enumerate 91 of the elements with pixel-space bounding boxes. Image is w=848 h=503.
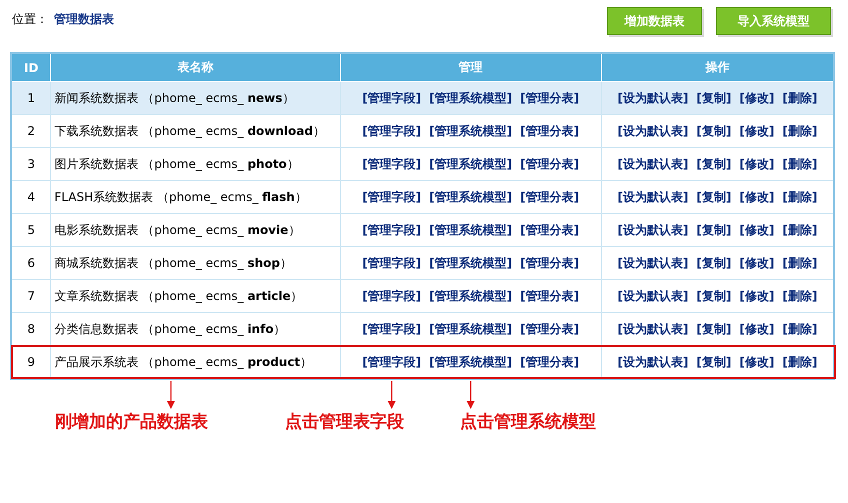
edit-link: [修改] bbox=[739, 156, 774, 170]
set-default-link: [设为默认表] bbox=[617, 90, 688, 104]
manage-subtables-link: [管理分表] bbox=[520, 156, 580, 170]
import-model-button: 导入系统模型 bbox=[716, 7, 831, 35]
annotation-text: 点击管理系统模型 bbox=[460, 410, 596, 433]
copy-link: [复制] bbox=[696, 288, 732, 302]
table-name-cell: 图片系统数据表 （phome_ ecms_ photo） bbox=[50, 148, 340, 180]
delete-link: [删除] bbox=[782, 222, 818, 236]
set-default-link: [设为默认表] bbox=[617, 222, 688, 236]
edit-link: [修改] bbox=[739, 190, 774, 204]
row-id-cell: 6 bbox=[11, 246, 51, 280]
column-header: 表名称 bbox=[50, 53, 340, 82]
annotation-text: 刚增加的产品数据表 bbox=[55, 410, 208, 433]
arrow bbox=[466, 381, 475, 409]
edit-link: [修改] bbox=[739, 222, 774, 236]
row-id-cell: 5 bbox=[11, 214, 51, 246]
manage-fields-link: [管理字段] bbox=[362, 222, 422, 236]
manage-model-link: [管理系统模型] bbox=[429, 90, 512, 104]
manage-subtables-link: [管理分表] bbox=[520, 322, 580, 336]
manage-fields-link: [管理字段] bbox=[362, 90, 422, 104]
column-header: ID bbox=[11, 53, 51, 82]
breadcrumb-link: 管理数据表 bbox=[54, 11, 114, 28]
edit-link: [修改] bbox=[739, 90, 774, 104]
manage-fields-link: [管理字段] bbox=[362, 256, 422, 270]
manage-model-link: [管理系统模型] bbox=[429, 222, 512, 236]
location-label: 位置： bbox=[12, 11, 48, 28]
manage-subtables-link: [管理分表] bbox=[520, 288, 580, 302]
delete-link: [删除] bbox=[782, 354, 818, 368]
delete-link: [删除] bbox=[782, 124, 818, 138]
set-default-link: [设为默认表] bbox=[617, 124, 688, 138]
set-default-link: [设为默认表] bbox=[617, 288, 688, 302]
manage-fields-link: [管理字段] bbox=[362, 322, 422, 336]
edit-link: [修改] bbox=[739, 288, 774, 302]
column-header: 管理 bbox=[340, 53, 602, 82]
manage-model-link: [管理系统模型] bbox=[429, 190, 512, 204]
manage-fields-link: [管理字段] bbox=[362, 190, 422, 204]
copy-link: [复制] bbox=[696, 124, 732, 138]
row-id-cell: 7 bbox=[11, 280, 51, 312]
manage-subtables-link: [管理分表] bbox=[520, 190, 580, 204]
add-table-button: 增加数据表 bbox=[607, 7, 702, 35]
manage-subtables-link: [管理分表] bbox=[520, 354, 580, 368]
edit-link: [修改] bbox=[739, 256, 774, 270]
table-name-cell: 电影系统数据表 （phome_ ecms_ movie） bbox=[50, 214, 340, 246]
table-name-cell: 新闻系统数据表 （phome_ ecms_ news） bbox=[50, 82, 340, 114]
row-id-cell: 2 bbox=[11, 114, 51, 148]
row-id-cell: 3 bbox=[11, 148, 51, 180]
manage-fields-link: [管理字段] bbox=[362, 354, 422, 368]
delete-link: [删除] bbox=[782, 288, 818, 302]
annotation-text: 点击管理表字段 bbox=[285, 410, 404, 433]
manage-model-link: [管理系统模型] bbox=[429, 156, 512, 170]
delete-link: [删除] bbox=[782, 256, 818, 270]
manage-model-link: [管理系统模型] bbox=[429, 322, 512, 336]
copy-link: [复制] bbox=[696, 222, 732, 236]
manage-model-link: [管理系统模型] bbox=[429, 288, 512, 302]
manage-model-link: [管理系统模型] bbox=[429, 256, 512, 270]
edit-link: [修改] bbox=[739, 354, 774, 368]
manage-fields-link: [管理字段] bbox=[362, 156, 422, 170]
table-name-cell: 下载系统数据表 （phome_ ecms_ download） bbox=[50, 114, 340, 148]
copy-link: [复制] bbox=[696, 90, 732, 104]
column-header: 操作 bbox=[601, 53, 834, 82]
manage-subtables-link: [管理分表] bbox=[520, 256, 580, 270]
edit-link: [修改] bbox=[739, 124, 774, 138]
arrow bbox=[388, 381, 396, 409]
edit-link: [修改] bbox=[739, 322, 774, 336]
row-id-cell: 4 bbox=[11, 180, 51, 214]
delete-link: [删除] bbox=[782, 190, 818, 204]
manage-subtables-link: [管理分表] bbox=[520, 222, 580, 236]
delete-link: [删除] bbox=[782, 322, 818, 336]
copy-link: [复制] bbox=[696, 322, 732, 336]
delete-link: [删除] bbox=[782, 90, 818, 104]
set-default-link: [设为默认表] bbox=[617, 354, 688, 368]
manage-model-link: [管理系统模型] bbox=[429, 354, 512, 368]
set-default-link: [设为默认表] bbox=[617, 156, 688, 170]
set-default-link: [设为默认表] bbox=[617, 256, 688, 270]
row-id-cell: 1 bbox=[11, 82, 51, 114]
arrow bbox=[166, 381, 175, 409]
copy-link: [复制] bbox=[696, 354, 732, 368]
copy-link: [复制] bbox=[696, 156, 732, 170]
copy-link: [复制] bbox=[696, 190, 732, 204]
table-name-cell: 商城系统数据表 （phome_ ecms_ shop） bbox=[50, 246, 340, 280]
copy-link: [复制] bbox=[696, 256, 732, 270]
table-name-cell: 文章系统数据表 （phome_ ecms_ article） bbox=[50, 280, 340, 312]
manage-model-link: [管理系统模型] bbox=[429, 124, 512, 138]
manage-subtables-link: [管理分表] bbox=[520, 90, 580, 104]
table-name-cell: FLASH系统数据表 （phome_ ecms_ flash） bbox=[50, 180, 340, 214]
set-default-link: [设为默认表] bbox=[617, 322, 688, 336]
manage-fields-link: [管理字段] bbox=[362, 124, 422, 138]
set-default-link: [设为默认表] bbox=[617, 190, 688, 204]
delete-link: [删除] bbox=[782, 156, 818, 170]
manage-subtables-link: [管理分表] bbox=[520, 124, 580, 138]
manage-fields-link: [管理字段] bbox=[362, 288, 422, 302]
